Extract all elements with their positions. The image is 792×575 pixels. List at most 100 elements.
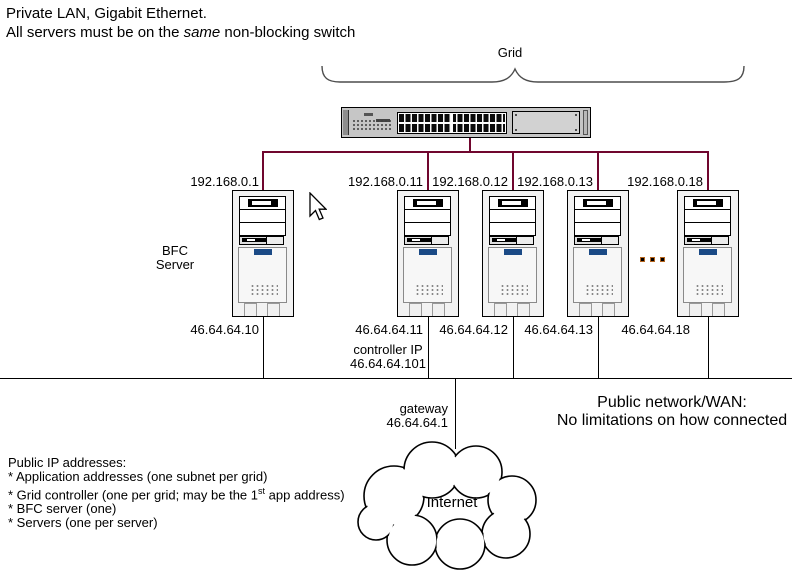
floppy-bezel [431,237,448,244]
lan-ip-label-1: 192.168.0.1 [190,174,259,189]
notes-item: * Servers (one per server) [8,515,158,531]
cd-drive-icon [247,199,278,207]
gateway-label: gateway 46.64.64.1 [386,401,448,430]
server-bay [685,223,730,235]
server-tower-4 [567,190,629,317]
floppy-drive-icon [239,236,284,245]
lan-ip-label-3: 192.168.0.12 [432,174,508,189]
vent-dots [500,284,528,297]
mouse-cursor-icon [309,192,327,221]
floppy-drive-icon [404,236,449,245]
controller-ip-label: controller IP 46.64.64.101 [350,342,426,371]
server-bay [240,197,285,210]
server-foot [579,303,592,316]
notes-item: * Application addresses (one subnet per … [8,469,268,484]
floppy-bezel [711,237,728,244]
title-line2: All servers must be on the same non-bloc… [6,24,356,41]
server-drive-bays [489,196,536,236]
ellipsis-dot [640,257,645,262]
server-bay [575,223,620,235]
server-foot [432,303,445,316]
internet-cloud [357,441,537,570]
server-bay [490,223,535,235]
lan-drop-server3 [512,151,514,190]
server-tower-bfc [232,190,294,317]
public-ip-label-2: 46.64.64.11 [355,322,423,337]
public-ip-label-3: 46.64.64.12 [439,322,508,337]
lan-drop-server2 [427,151,429,190]
server-bay [405,223,450,235]
server-foot [689,303,702,316]
public-ip-label-4: 46.64.64.13 [524,322,593,337]
vent-dots [415,284,443,297]
server-front-panel [488,247,537,303]
grid-brace [321,65,745,83]
server-foot [712,303,725,316]
public-ip-label-5: 46.64.64.18 [621,322,690,337]
public-drop-server2 [428,316,429,378]
lan-ip-label-4: 192.168.0.13 [517,174,593,189]
server-bay [575,210,620,223]
bfc-server-label: BFC Server [155,243,195,272]
wan-note: Public network/WAN: No limitations on ho… [556,394,788,429]
lan-ip-label-2: 192.168.0.11 [348,174,423,189]
switch-blank-panel [512,111,580,134]
title-line1: Private LAN, Gigabit Ethernet. [6,5,207,22]
server-bay [685,197,730,210]
lan-drop-server5 [707,151,709,190]
screw-icon [575,114,577,116]
server-foot [244,303,257,316]
gateway-line [455,379,456,449]
floppy-bezel [516,237,533,244]
public-drop-server1 [263,316,264,378]
internet-label: Internet [426,494,478,511]
cd-drive-icon [497,199,528,207]
cd-drive-icon [582,199,613,207]
public-drop-server5 [708,316,709,378]
brand-badge [504,249,522,255]
lan-drop-server4 [597,151,599,190]
server-drive-bays [684,196,731,236]
public-ip-label-1: 46.64.64.10 [190,322,259,337]
screw-icon [515,114,517,116]
server-bay [240,210,285,223]
ellipsis-dot [660,257,665,262]
notes-item: * BFC server (one) [8,501,117,517]
server-bay [405,197,450,210]
public-network-line [0,378,792,379]
brand-badge [254,249,272,255]
server-front-panel [238,247,287,303]
lan-ip-label-5: 192.168.0.18 [627,174,703,189]
ellipsis-dot [650,257,655,262]
floppy-bezel [601,237,618,244]
floppy-drive-icon [489,236,534,245]
vent-dots [695,284,723,297]
server-front-panel [683,247,732,303]
screw-icon [515,129,517,131]
switch-end-cap [583,110,588,135]
floppy-bezel [266,237,283,244]
diagram-title: Private LAN, Gigabit Ethernet. All serve… [6,4,355,42]
lan-bus-line [262,151,709,153]
server-tower-3 [482,190,544,317]
switch-uplink-line [469,138,471,152]
server-bay [575,197,620,210]
switch-bank-divider [451,113,453,133]
brand-badge [419,249,437,255]
server-drive-bays [404,196,451,236]
server-foot [267,303,280,316]
brand-badge [699,249,717,255]
server-foot [517,303,530,316]
server-foot [494,303,507,316]
vent-dots [585,284,613,297]
server-bay [490,210,535,223]
server-front-panel [573,247,622,303]
server-front-panel [403,247,452,303]
notes-title: Public IP addresses: [8,455,127,470]
switch-led-grid [352,119,392,132]
switch-markings [364,113,373,116]
cd-drive-icon [412,199,443,207]
public-drop-server4 [598,316,599,378]
brand-badge [589,249,607,255]
network-switch [341,107,591,138]
